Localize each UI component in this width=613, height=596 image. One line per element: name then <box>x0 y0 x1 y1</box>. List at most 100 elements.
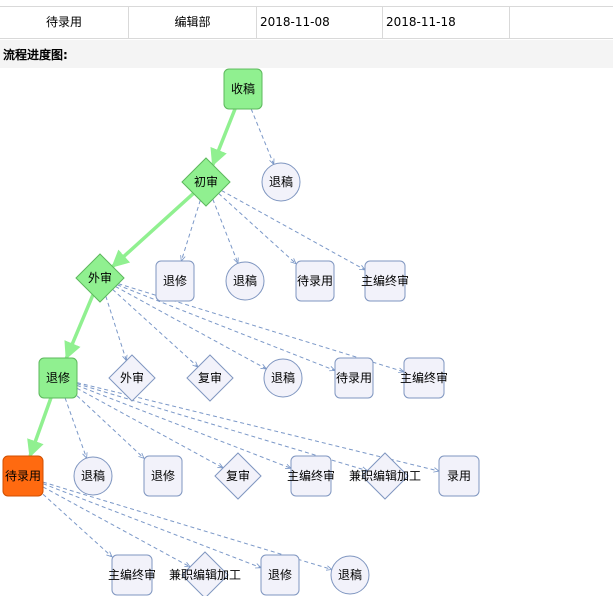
flow-node-label: 外审 <box>88 270 112 285</box>
nodes-layer: 收稿退稿初审退修退稿待录用主编终审外审外审复审退稿待录用主编终审退修退稿退修复审… <box>2 68 480 596</box>
flow-node-jianzhi-1: 兼职编辑加工 <box>349 452 421 500</box>
flow-node-waishen-2: 外审 <box>108 354 156 402</box>
table-cell-start-date: 2018-11-08 <box>257 6 383 38</box>
flow-path-arrow <box>111 192 195 268</box>
flow-option-arrow <box>218 193 296 263</box>
flow-option-arrow <box>250 108 274 164</box>
flow-node-shape <box>261 162 301 202</box>
flow-node-tuigao-1: 退稿 <box>261 162 301 202</box>
flow-option-arrow <box>64 397 87 458</box>
flow-option-arrow <box>76 384 291 468</box>
flow-node-shape <box>181 551 229 596</box>
flow-node-shape <box>38 357 78 399</box>
flow-node-shape <box>75 253 125 303</box>
flow-node-fushen-1: 复审 <box>186 354 234 402</box>
flow-node-jianzhi-2: 兼职编辑加工 <box>169 551 241 596</box>
table-cell-status: 待录用 <box>0 6 129 38</box>
flow-node-shape <box>223 68 263 110</box>
flow-option-arrow <box>42 493 112 557</box>
flow-node-shape <box>111 554 153 596</box>
section-title: 流程进度图: <box>3 48 68 62</box>
flow-node-shape <box>214 452 262 500</box>
flow-node-zhubian-1: 主编终审 <box>361 260 409 302</box>
flow-node-shape <box>361 452 409 500</box>
table-top-border <box>0 6 613 7</box>
flow-node-label: 退修 <box>46 370 70 385</box>
flow-node-luyong: 录用 <box>438 455 480 497</box>
flow-node-label: 复审 <box>198 370 222 385</box>
flow-node-shape <box>2 455 44 497</box>
flow-node-label: 复审 <box>226 468 250 483</box>
flow-node-label: 主编终审 <box>400 370 448 385</box>
flow-node-shougao: 收稿 <box>223 68 263 110</box>
flow-node-shape <box>403 357 445 399</box>
flow-option-arrow <box>181 200 201 261</box>
flow-node-tuigao-3: 退稿 <box>263 358 303 398</box>
flow-node-zhubian-4: 主编终审 <box>108 554 156 596</box>
flow-node-dailuyong-2: 待录用 <box>334 357 374 399</box>
flow-option-arrow <box>105 296 127 360</box>
flow-node-shape <box>260 554 300 596</box>
flow-option-arrow <box>42 483 261 568</box>
flow-node-tuigao-5: 退稿 <box>330 555 370 595</box>
flow-node-shape <box>438 455 480 497</box>
flow-node-label: 退修 <box>151 468 175 483</box>
flow-node-shape <box>290 455 332 497</box>
flow-node-shape <box>155 260 195 302</box>
flow-path-arrow <box>210 108 237 167</box>
flow-node-label: 主编终审 <box>287 468 335 483</box>
flow-node-label: 初审 <box>194 174 218 189</box>
flow-node-tuixiu-3: 退修 <box>260 554 300 596</box>
table-row: 待录用 编辑部 2018-11-08 2018-11-18 <box>0 0 613 39</box>
flow-node-shape <box>181 157 231 207</box>
flow-node-dailuyong-1: 待录用 <box>295 260 335 302</box>
flow-node-label: 待录用 <box>5 469 41 483</box>
flow-node-label: 主编终审 <box>108 567 156 582</box>
flow-node-label: 退稿 <box>81 468 105 483</box>
flow-node-shape <box>330 555 370 595</box>
flow-node-label: 外审 <box>120 370 144 385</box>
flow-option-arrow <box>42 481 332 569</box>
flow-node-shape <box>334 357 374 399</box>
table-cell-department: 编辑部 <box>129 6 257 38</box>
flow-node-fushen-2: 复审 <box>214 452 262 500</box>
flow-node-shape <box>263 358 303 398</box>
flow-node-label: 退稿 <box>271 370 295 385</box>
flow-node-label: 收稿 <box>231 81 255 96</box>
flow-node-shape <box>186 354 234 402</box>
edges-layer <box>27 108 439 570</box>
flow-option-arrow <box>212 199 238 263</box>
flow-node-shape <box>108 354 156 402</box>
table-cell-end-date: 2018-11-18 <box>383 6 510 38</box>
flow-node-chushen: 初审 <box>181 157 231 207</box>
flow-node-waishen: 外审 <box>75 253 125 303</box>
flow-node-label: 退修 <box>268 567 292 582</box>
flow-node-label: 退修 <box>163 273 187 288</box>
flow-option-arrow <box>115 286 267 369</box>
flow-node-tuixiu-2: 退修 <box>143 455 183 497</box>
flow-option-arrow <box>76 382 439 472</box>
flow-node-tuixiu-1: 退修 <box>155 260 195 302</box>
flow-node-label: 兼职编辑加工 <box>169 567 241 582</box>
flow-path-arrow <box>27 397 53 458</box>
flow-node-shape <box>143 455 183 497</box>
flow-node-zhubian-3: 主编终审 <box>287 455 335 497</box>
flow-node-label: 退稿 <box>233 273 257 288</box>
flow-node-label: 退稿 <box>269 174 293 189</box>
flow-node-shape <box>73 456 113 496</box>
flow-node-label: 主编终审 <box>361 273 409 288</box>
flow-path-arrow <box>64 294 95 360</box>
flow-node-label: 退稿 <box>338 567 362 582</box>
flow-node-shape <box>225 261 265 301</box>
flow-node-label: 待录用 <box>297 274 333 288</box>
flow-node-tuigao-2: 退稿 <box>225 261 265 301</box>
flow-node-label: 录用 <box>447 469 471 483</box>
flow-node-tuixiu-main: 退修 <box>38 357 78 399</box>
flow-node-label: 兼职编辑加工 <box>349 468 421 483</box>
flow-node-zhubian-2: 主编终审 <box>400 357 448 399</box>
flow-option-arrow <box>112 289 198 367</box>
flow-node-shape <box>364 260 406 302</box>
flow-option-arrow <box>76 395 144 459</box>
flow-node-dailuyong-current: 待录用 <box>2 455 44 497</box>
